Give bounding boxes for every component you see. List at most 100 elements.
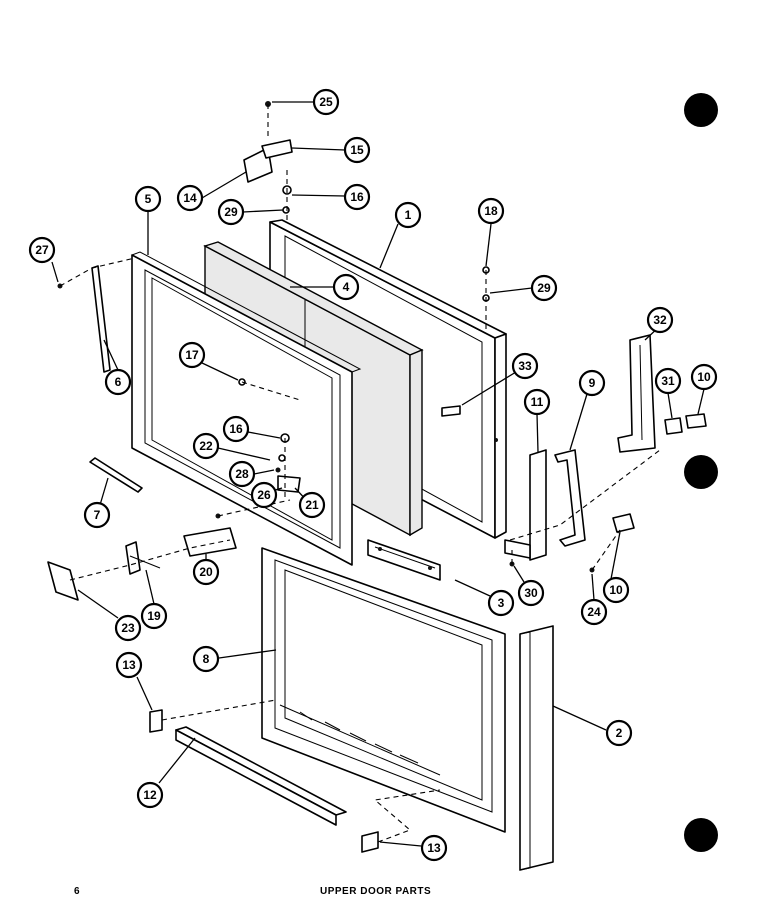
page-title: UPPER DOOR PARTS (320, 886, 432, 897)
part-2-vertical-trim (519, 625, 554, 871)
callout-29-left[interactable]: 29 (217, 198, 245, 226)
svg-text:19: 19 (147, 609, 161, 623)
callout-26[interactable]: 26 (250, 481, 278, 509)
callout-2[interactable]: 2 (605, 719, 633, 747)
assembly-lines (59, 104, 661, 843)
callout-5[interactable]: 5 (134, 185, 162, 213)
callout-8[interactable]: 8 (192, 645, 220, 673)
callout-21[interactable]: 21 (298, 491, 326, 519)
svg-text:28: 28 (235, 467, 249, 481)
callout-19[interactable]: 19 (140, 602, 168, 630)
part-6-side-strip (91, 265, 111, 373)
callout-16-mid[interactable]: 16 (222, 415, 250, 443)
part-19-hinge (125, 541, 161, 575)
svg-text:24: 24 (587, 605, 601, 619)
punch-hole-middle (684, 455, 718, 489)
svg-text:9: 9 (589, 376, 596, 390)
callout-7[interactable]: 7 (83, 501, 111, 529)
svg-text:22: 22 (199, 439, 213, 453)
svg-text:6: 6 (115, 375, 122, 389)
callout-6[interactable]: 6 (104, 368, 132, 396)
part-12-bottom-rail (175, 726, 347, 826)
callout-14[interactable]: 14 (176, 184, 204, 212)
svg-text:15: 15 (350, 143, 364, 157)
svg-text:32: 32 (653, 313, 667, 327)
callout-12[interactable]: 12 (136, 781, 164, 809)
part-23-hinge-plate (47, 561, 79, 601)
svg-text:10: 10 (697, 370, 711, 384)
svg-text:29: 29 (537, 281, 551, 295)
svg-text:12: 12 (143, 788, 157, 802)
svg-text:3: 3 (498, 596, 505, 610)
leader-lines (51, 101, 705, 847)
callout-32[interactable]: 32 (646, 306, 674, 334)
svg-text:27: 27 (35, 243, 49, 257)
svg-text:14: 14 (183, 191, 197, 205)
svg-text:13: 13 (427, 841, 441, 855)
svg-text:7: 7 (94, 508, 101, 522)
svg-text:17: 17 (185, 348, 199, 362)
svg-text:33: 33 (518, 359, 532, 373)
punch-hole-bottom (684, 818, 718, 852)
part-20-hinge (183, 527, 237, 557)
callout-16-top[interactable]: 16 (343, 183, 371, 211)
callout-28[interactable]: 28 (228, 460, 256, 488)
callout-13-left[interactable]: 13 (115, 651, 143, 679)
svg-text:13: 13 (122, 658, 136, 672)
callout-20[interactable]: 20 (192, 558, 220, 586)
part-31-pad (664, 417, 683, 435)
callout-4[interactable]: 4 (332, 273, 360, 301)
svg-text:31: 31 (661, 374, 675, 388)
callout-3[interactable]: 3 (487, 589, 515, 617)
callout-27[interactable]: 27 (28, 236, 56, 264)
part-8-door-liner (261, 547, 506, 833)
svg-text:11: 11 (531, 395, 544, 409)
svg-text:16: 16 (350, 190, 364, 204)
callout-13-right[interactable]: 13 (420, 834, 448, 862)
callout-15[interactable]: 15 (343, 136, 371, 164)
svg-text:29: 29 (224, 205, 238, 219)
callout-17[interactable]: 17 (178, 341, 206, 369)
callout-31[interactable]: 31 (654, 367, 682, 395)
callouts: 25 15 14 16 29 5 1 18 29 27 4 6 17 16 22… (28, 88, 718, 862)
part-10-pad-upper (685, 413, 707, 429)
callout-11[interactable]: 11 (523, 388, 551, 416)
callout-22[interactable]: 22 (192, 432, 220, 460)
callout-10-bottom[interactable]: 10 (602, 576, 630, 604)
callout-1[interactable]: 1 (394, 201, 422, 229)
part-9-handle (554, 449, 586, 547)
svg-text:16: 16 (229, 422, 243, 436)
callout-29-right[interactable]: 29 (530, 274, 558, 302)
svg-text:21: 21 (305, 498, 319, 512)
callout-25[interactable]: 25 (312, 88, 340, 116)
svg-text:18: 18 (484, 204, 498, 218)
callout-30[interactable]: 30 (517, 579, 545, 607)
page-number: 6 (74, 886, 81, 897)
svg-text:1: 1 (405, 208, 412, 222)
callout-18[interactable]: 18 (477, 197, 505, 225)
part-32-mounting-bracket (617, 334, 656, 453)
callout-9[interactable]: 9 (578, 369, 606, 397)
svg-text:20: 20 (199, 565, 213, 579)
svg-text:2: 2 (616, 726, 623, 740)
punch-hole-top (684, 93, 718, 127)
svg-text:26: 26 (257, 488, 271, 502)
part-11-hinge-bracket (504, 449, 547, 561)
svg-text:23: 23 (121, 621, 135, 635)
callout-33[interactable]: 33 (511, 352, 539, 380)
part-13-clip-left (149, 709, 163, 733)
svg-text:30: 30 (524, 586, 538, 600)
svg-text:4: 4 (343, 280, 350, 294)
svg-text:10: 10 (609, 583, 623, 597)
callout-23[interactable]: 23 (114, 614, 142, 642)
part-15-hinge-pin (261, 139, 293, 159)
callout-10-top[interactable]: 10 (690, 363, 718, 391)
part-3-shelf-bracket (367, 539, 441, 581)
svg-text:8: 8 (203, 652, 210, 666)
part-7-bottom-strip (89, 457, 143, 493)
svg-text:5: 5 (145, 192, 152, 206)
part-10-pad-lower (612, 513, 635, 533)
callout-24[interactable]: 24 (580, 598, 608, 626)
